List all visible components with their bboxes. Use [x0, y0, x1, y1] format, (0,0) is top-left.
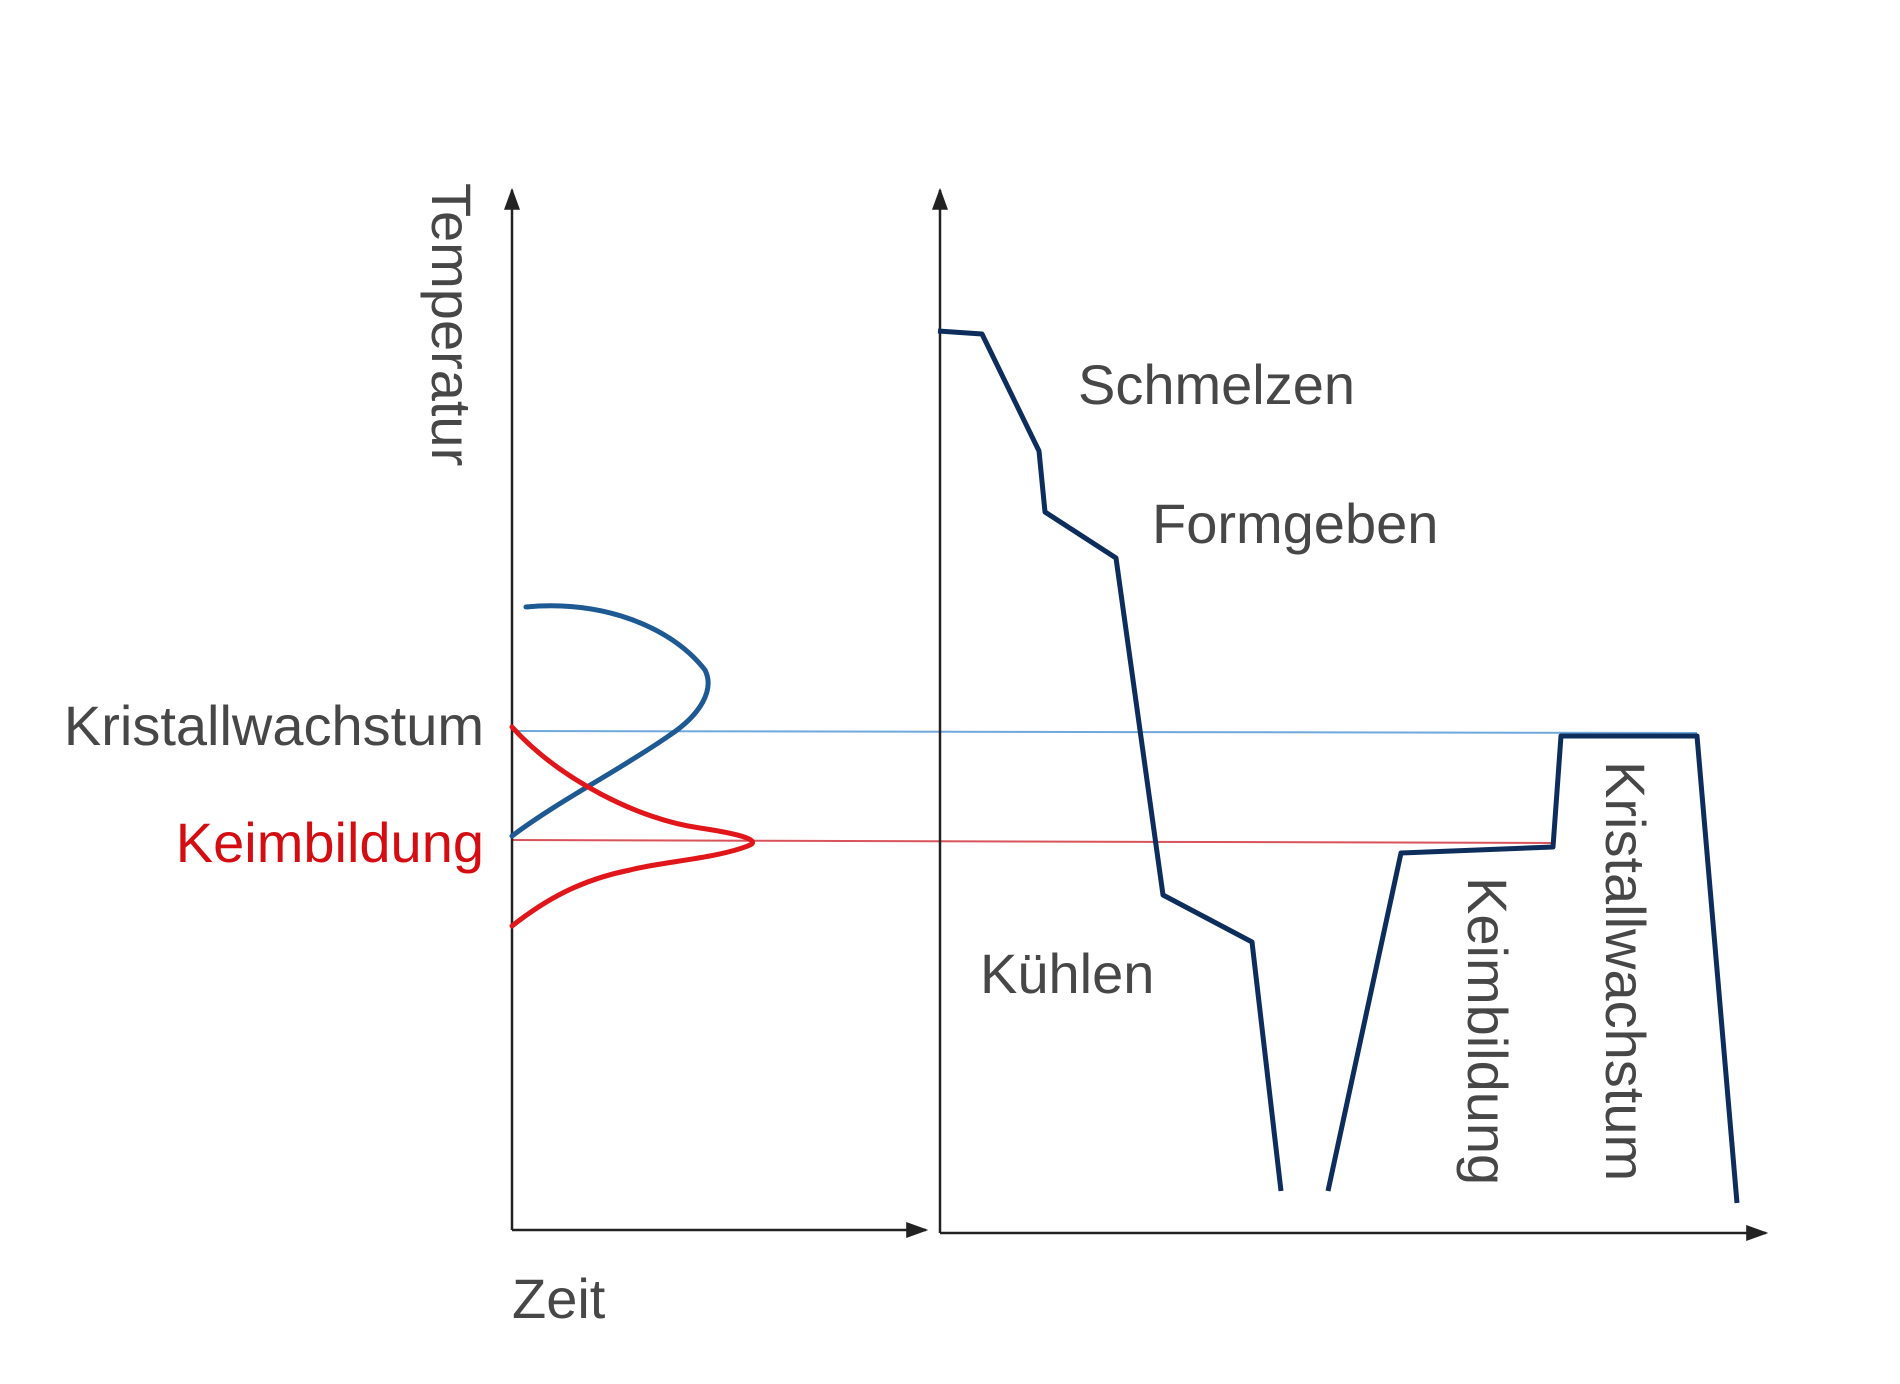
left-growth-label: Kristallwachstum: [64, 694, 484, 757]
nucleation-rate-curve: [509, 724, 755, 929]
nucleation-temperature-line: [511, 839, 1554, 844]
x-axis-label: Zeit: [512, 1267, 606, 1330]
temperature-profile-heat-treatment: [1325, 733, 1740, 1204]
crystal-growth-rate-curve: [509, 603, 711, 839]
y-axis-label: Temperatur: [420, 183, 483, 466]
right-growth-label: Kristallwachstum: [1594, 761, 1657, 1181]
melt-label: Schmelzen: [1078, 353, 1355, 416]
right-nucleation-label: Keimbildung: [1456, 877, 1519, 1185]
left-nucleation-label: Keimbildung: [176, 811, 484, 874]
growth-temperature-line: [511, 730, 1698, 734]
cool-label: Kühlen: [980, 942, 1154, 1005]
shape-label: Formgeben: [1152, 492, 1438, 555]
temperature-profile-cooling: [937, 328, 1284, 1192]
